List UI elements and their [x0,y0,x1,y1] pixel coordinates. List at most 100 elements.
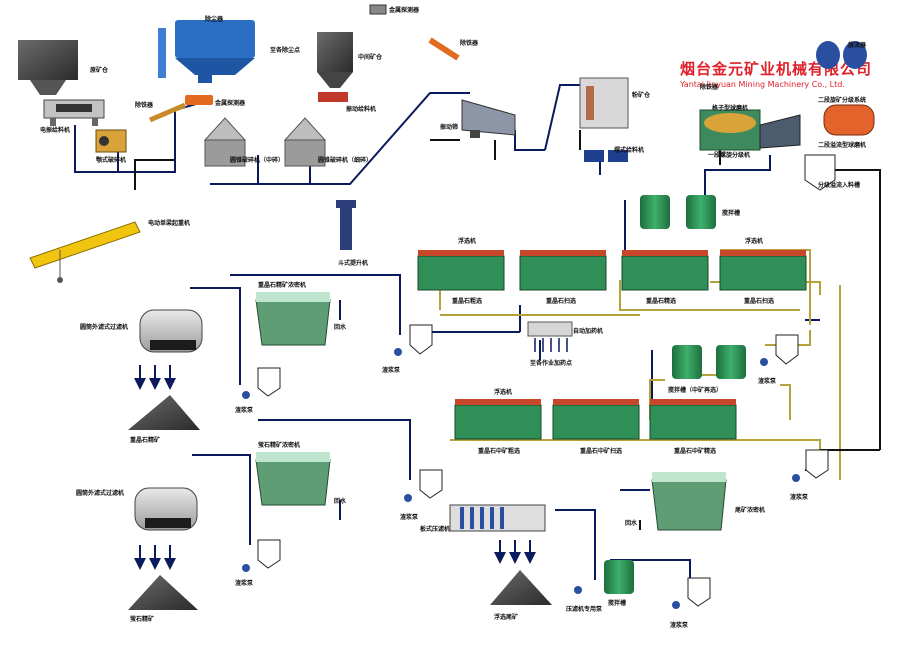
label-reagent-feeder: 自动加药机 [573,328,604,335]
label-tailings: 浮选尾矿 [494,614,519,621]
iron-remover-1 [185,95,213,105]
label-hydrocyclone: 旋流器 [848,42,867,49]
label-tailings-thickener: 尾矿浓密机 [735,507,766,514]
bridge-crane [29,221,141,283]
disc-filter-2 [134,487,198,531]
label-to-dust-point: 至各除尘点 [270,47,301,54]
intermediate-bin [317,32,353,88]
label-bf2: 重晶石中矿扫选 [580,448,623,455]
thickener-1 [255,292,331,346]
label-iron-remover-1: 除铁器 [135,102,154,109]
label-disc-filter-1: 圆筒外滤式过滤机 [80,324,129,331]
metal-detector-2 [369,4,387,15]
reagent-feeder [527,321,573,352]
label-filter-press: 板式压滤机 [420,526,451,533]
pump-motors [242,348,800,609]
disc-filter-1 [139,309,203,353]
label-dust-collector: 除尘器 [205,16,224,23]
label-vibrating-screen: 振动筛 [440,124,459,131]
label-bf1: 重晶石中矿精选 [674,448,717,455]
thickener-3 [651,472,727,531]
label-intermediate-bin: 中间矿仓 [358,54,383,61]
label-water-3: 回水 [625,520,638,527]
label-metal-detector-2: 金属探测器 [389,7,420,14]
label-cone-crusher-fine: 圆锥破碎机（细碎） [318,157,373,164]
pipes-main [74,84,820,595]
bucket-elevator [336,200,356,250]
label-pb-rough: 重晶石粗选 [452,298,483,305]
label-pb-scav: 重晶石扫选 [546,298,577,305]
hydrocyclone [816,41,867,69]
label-iron-remover-2: 除铁器 [460,40,479,47]
product-pile-1 [128,395,200,430]
label-pump-2: 渣浆泵 [235,407,254,414]
mixing-tank-pair-2 [672,345,746,379]
spiral-classifier [759,114,801,149]
powder-bin [579,77,629,129]
product-pile-2 [128,575,198,610]
label-water-1: 回水 [334,324,347,331]
label-concentrate-thickener: 重晶石精矿浓密机 [258,282,307,289]
label-grid-ball-mill: 格子型球磨机 [712,105,749,112]
label-pb-extra: 重晶石扫选 [744,298,775,305]
label-flotation-3: 浮选机 [494,389,513,396]
label-pump-7: 渣浆泵 [670,622,689,629]
mixing-tank-3 [604,560,634,594]
label-disc-feeder: 振动给料机 [346,106,377,113]
label-press-pump: 压滤机专用泵 [566,606,603,613]
vibrating-feeder [43,99,105,126]
raw-ore-bin [18,40,78,95]
label-raw-ore: 原矿仓 [90,67,109,74]
label-flotation-1: 浮选机 [458,238,477,245]
pump-box-group [257,324,829,607]
belt-conveyor-1 [149,102,186,123]
disc-feeder [318,92,348,102]
label-two-stage-cyclone: 二段旋矿分级系统 [818,97,867,104]
product-pile-3 [490,570,552,605]
label-to-classifier: 分级溢流入料槽 [818,182,861,189]
label-pump-1: 渣浆泵 [382,367,401,374]
pendulum-feeder [584,150,628,162]
overflow-ball-mill [823,104,875,136]
filter-press [449,504,546,532]
mixing-tank-pair-1 [640,195,716,229]
label-pendulum-feeder: 摆式给料机 [614,147,645,154]
label-overflow-ball-mill: 二段溢流型球磨机 [818,142,867,149]
cone-crusher-fine [283,117,327,167]
label-flotation-2: 浮选机 [745,238,764,245]
label-pb-clean: 重晶石精选 [646,298,677,305]
label-pump-4: 渣浆泵 [235,580,254,587]
grid-ball-mill [699,109,761,151]
label-pump-3: 渣浆泵 [400,514,419,521]
flotation-row-1 [417,250,807,291]
thickener-2 [255,452,331,506]
label-bucket-elevator: 斗式提升机 [338,260,369,267]
label-fluorite-thickener: 萤石精矿浓密机 [258,442,301,449]
label-disc-filter-2: 圆筒外滤式过滤机 [76,490,125,497]
iron-remover-2 [428,37,460,61]
vibrating-screen [461,99,516,138]
label-vibrating-feeder: 电振给料机 [40,127,71,134]
label-bridge-crane: 电动单梁起重机 [148,220,191,227]
label-metal-detector-1: 金属探测器 [215,100,246,107]
label-cone-crusher-mid: 圆锥破碎机（中碎） [230,157,285,164]
cone-crusher-mid [203,117,247,167]
classifier-box [804,154,836,191]
label-mixing-tank-2: 搅拌槽（中矿再选） [668,387,723,394]
label-bf3: 重晶石中矿粗选 [478,448,521,455]
company-name-en: Yantai Jinyuan Mining Machinery Co., Ltd… [680,80,845,89]
jaw-crusher [95,129,127,153]
label-powder-bin: 粉矿仓 [632,92,651,99]
label-reagent-note: 至各作业加药点 [530,360,573,367]
drop-arrows [134,365,536,570]
label-jaw-crusher: 颚式破碎机 [96,157,127,164]
label-water-2: 回水 [334,498,347,505]
label-spiral-classifier: 一段螺旋分级机 [708,152,751,159]
label-fluorite-concentrate: 萤石精矿 [130,616,155,623]
label-fine-mixing: 搅拌槽 [608,600,627,607]
label-pump-5: 渣浆泵 [758,378,777,385]
flotation-row-2 [454,399,737,440]
label-iron-remover-3: 除铁器 [700,84,719,91]
pipes-black [134,130,881,530]
